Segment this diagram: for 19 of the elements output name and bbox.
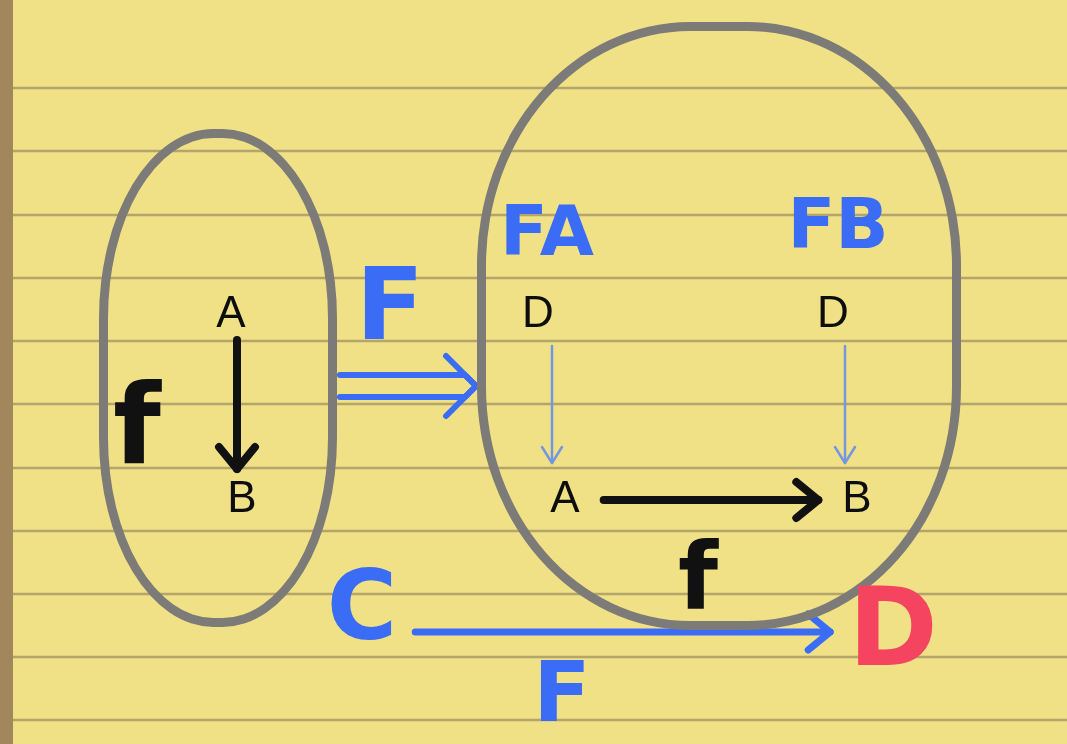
- annotation-label: FB: [787, 189, 889, 259]
- annotation-label: FA: [500, 196, 594, 266]
- object-label: A: [550, 475, 580, 519]
- object-label: B: [227, 475, 257, 519]
- edge-label: f: [678, 532, 718, 624]
- object-label: D: [817, 290, 849, 334]
- object-label: D: [522, 290, 554, 334]
- arrow: [215, 336, 259, 473]
- edge-label: f: [113, 370, 161, 480]
- category-label: C: [326, 558, 398, 654]
- double-arrow: [337, 353, 480, 419]
- arrow: [833, 344, 857, 465]
- category-label: D: [848, 574, 938, 682]
- edge-label: F: [355, 255, 425, 355]
- arrow: [599, 478, 823, 522]
- edge-label: F: [533, 650, 591, 734]
- arrow: [540, 344, 564, 465]
- object-label: B: [842, 475, 872, 519]
- object-label: A: [216, 290, 246, 334]
